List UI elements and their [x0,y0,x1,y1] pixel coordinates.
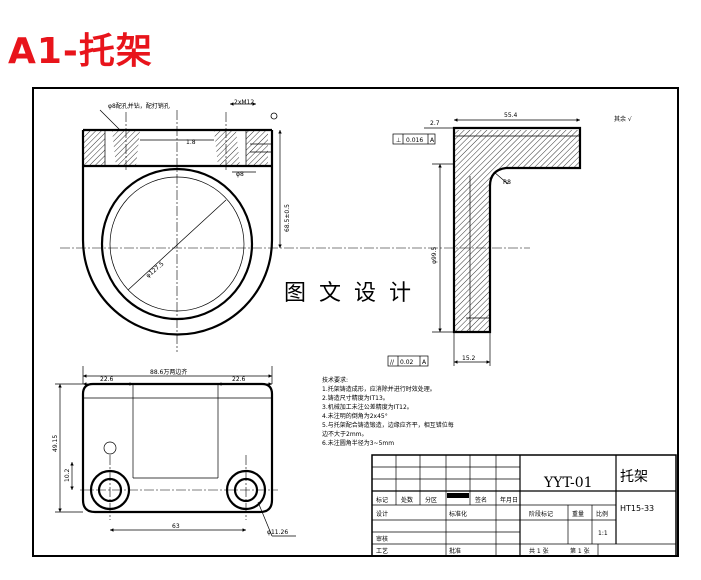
row-std: 标准化 [449,510,467,518]
notes-item-7: 6.未注圆角半径为3~5mm [322,439,394,447]
dim-d27: 2.7 [430,120,440,127]
row-process: 工艺 [376,547,388,555]
dim-bore: φ127.5 [145,260,166,279]
gtol1-value: 0.016 [406,137,423,144]
dim-drill-note: φ8配孔并钻，配打销孔 [108,102,170,110]
dim-w354: 55.4 [504,112,518,119]
dim-r8: R8 [503,179,511,186]
sheet-number: 第 1 张 [570,547,590,555]
page-title: A1-托架 [8,31,153,72]
gtol2-value: 0.02 [400,359,414,366]
part-name: 托架 [620,469,648,485]
col-date: 年月日 [500,496,518,504]
gtol2-symbol: // [390,359,395,366]
technical-notes: 技术要求: 1.托架铸造成形，应消除并进行时效处理。 2.铸造尺寸精度为IT13… [322,376,454,447]
dim-top-spec: 2xM12 [234,99,254,106]
col-sign: 签名 [475,496,487,504]
drawing-border [32,87,679,557]
dim-h49: 49.15 [52,435,59,452]
scale-value: 1:1 [598,530,608,537]
col-zone: 分区 [425,496,437,504]
dim-phi99: φ99.5 [431,247,438,265]
col-count: 处数 [401,496,413,504]
dim-w63: 63 [172,523,180,530]
row-weight: 重量 [572,510,584,518]
row-stage: 阶段标记 [529,510,553,518]
row-design: 设计 [376,510,388,518]
row-review: 审核 [376,535,388,543]
notes-item-1: 1.托架铸造成形，应消除并进行时效处理。 [322,385,436,393]
dim-w886: 88.6万两边齐 [150,368,187,376]
row-scale: 比例 [596,510,608,518]
part-number: YYT-01 [543,475,593,491]
notes-item-3: 3.机械加工未注公差精度为IT12。 [322,403,413,411]
side-view: 55.4 2.7 ⊥ 0.016 A R8 φ99.5 15.2 // 0.02… [387,112,632,367]
gtol2-ref: A [422,359,427,366]
row-approve: 批准 [449,547,461,555]
dim-h102: 10.2 [64,468,71,482]
material: HT15-33 [620,504,654,513]
top-view: 88.6万两边齐 22.6 22.6 49.15 10.2 63 φ11.26 [52,366,296,537]
col-mark: 标记 [376,496,388,504]
dim-r-left: 1.8 [186,139,196,146]
dim-v68: 68.5±0.5 [284,204,291,232]
dim-phi1126: φ11.26 [267,529,288,536]
notes-item-5: 5.与托架配合铸造锻造，边缘应齐平，相互错位每 [322,421,454,429]
front-view: φ8配孔并钻，配打销孔 2xM12 1.8 φ8 68.5±0.5 φ127.5 [60,99,530,352]
sheets-total: 共 1 张 [529,547,549,555]
gtol1-ref: A [430,137,435,144]
notes-heading: 技术要求: [322,376,348,384]
dim-w225a: 22.6 [100,376,114,383]
notes-item-6: 边不大于2mm。 [322,430,368,438]
dim-w225b: 22.6 [232,376,246,383]
notes-item-2: 2.铸造尺寸精度为IT13。 [322,394,389,402]
title-block: YYT-01 托架 HT15-33 标记 处数 分区 签名 年月日 设计 标准化… [371,454,677,557]
dim-d152: 15.2 [462,355,476,362]
notes-item-4: 4.未注明的倒角为2x45° [322,412,388,420]
watermark-text: 图 文 设 计 [284,281,414,306]
gtol1-symbol: ⊥ [396,137,401,144]
dim-phi8: φ8 [236,171,244,178]
roughness-note: 其余 √ [614,115,632,123]
